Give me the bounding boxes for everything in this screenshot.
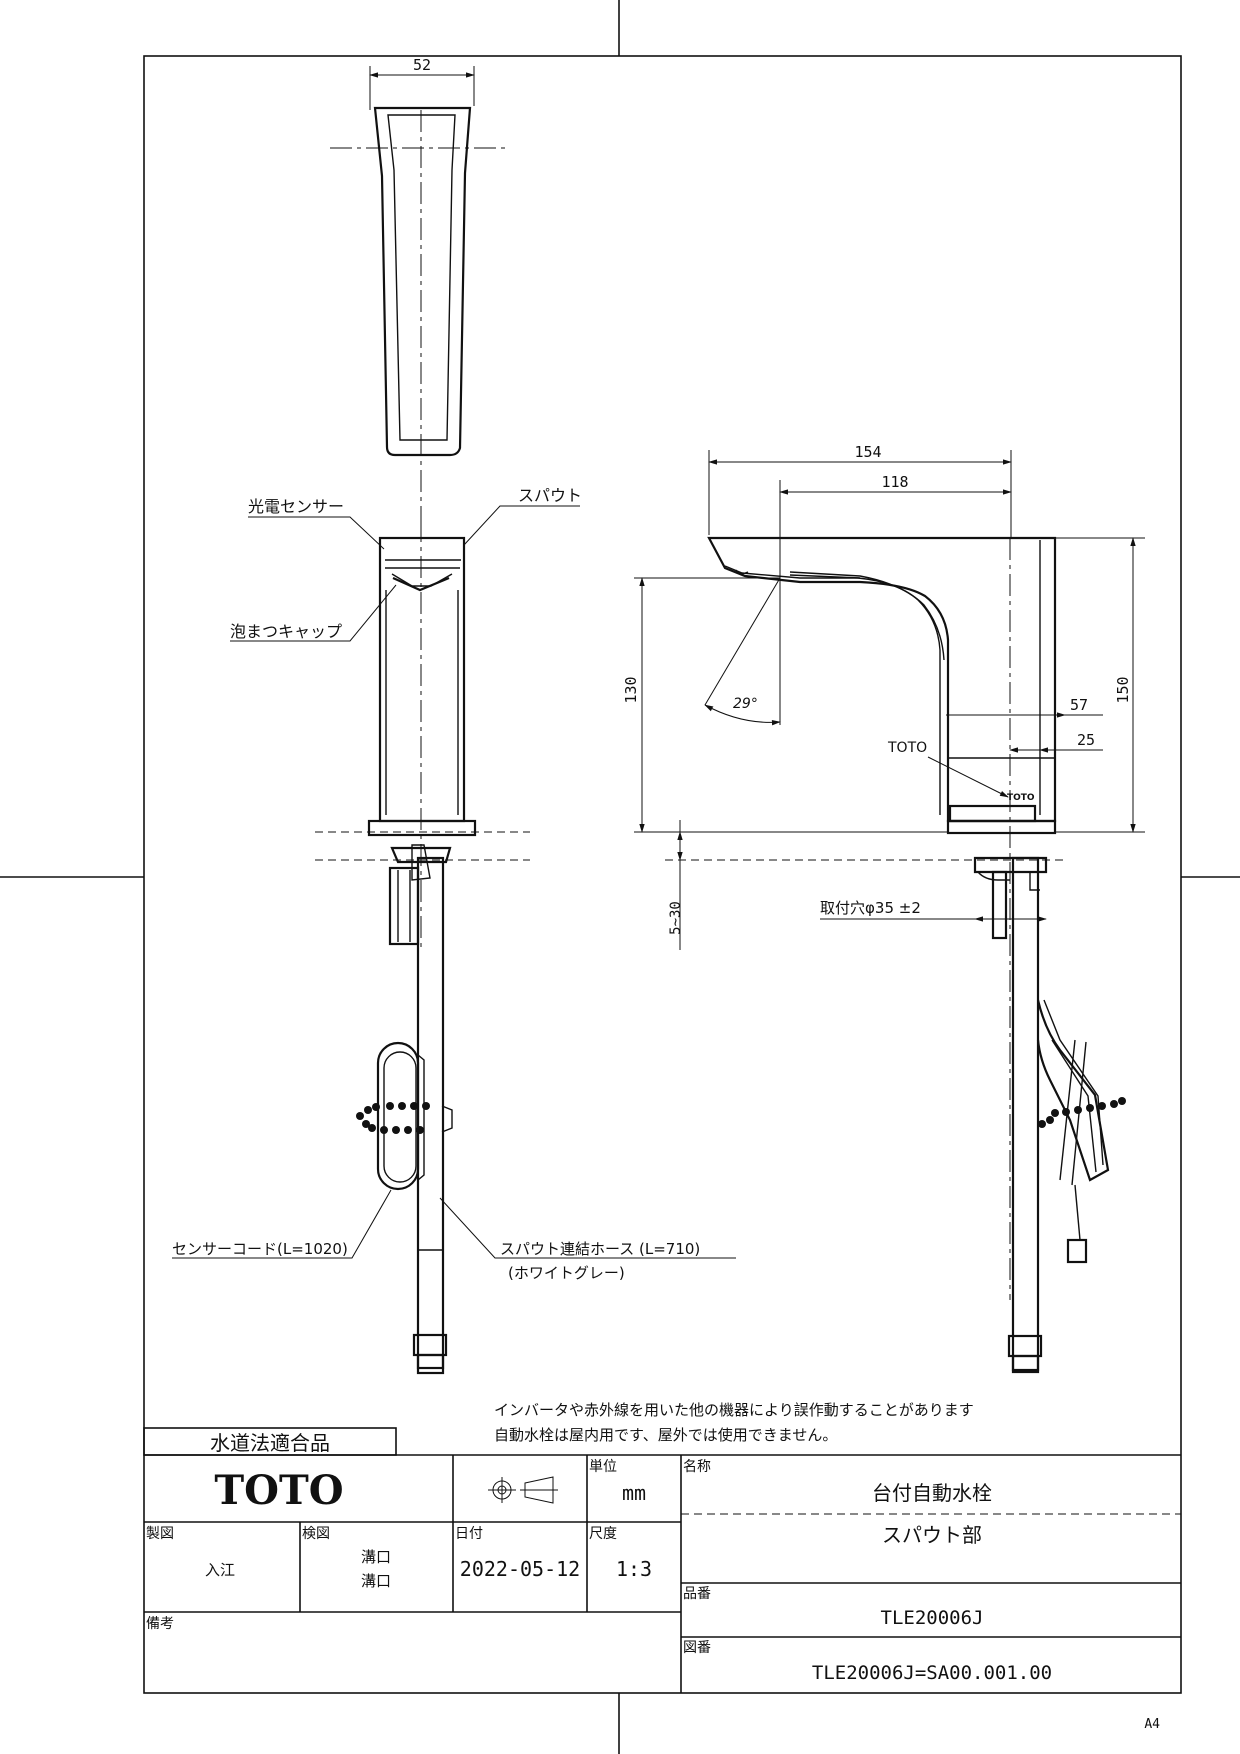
unit-label: 単位 (589, 1459, 617, 1475)
dim-spout-height: 130 (622, 676, 640, 703)
label-aerator-cap: 泡まつキャップ (230, 622, 342, 641)
date-value: 2022-05-12 (460, 1557, 580, 1581)
date-label: 日付 (455, 1526, 483, 1542)
product-no-label: 品番 (683, 1586, 711, 1602)
front-view: 光電センサー スパウト 泡まつキャップ センサーコード(L=1020) スパウト… (172, 486, 736, 1375)
dim-mount-hole: 取付穴φ35 ±2 (820, 899, 921, 917)
label-sensor-cord: センサーコード(L=1020) (172, 1240, 348, 1258)
dim-base-width: 57 (1070, 696, 1088, 714)
part-name: スパウト部 (882, 1523, 982, 1547)
dim-reach: 154 (854, 443, 881, 461)
checked-by-1: 溝口 (361, 1548, 391, 1566)
drawing-no-label: 図番 (683, 1640, 711, 1656)
product-no: TLE20006J (881, 1607, 984, 1629)
label-sensor: 光電センサー (248, 497, 344, 516)
remarks-label: 備考 (146, 1616, 174, 1632)
drawn-by: 入江 (205, 1561, 235, 1579)
scale-value: 1:3 (616, 1557, 652, 1581)
title-block: 水道法適合品 TOTO 単位 mm 名称 台付自動水栓 スパウト部 製図 入江 … (143, 1427, 1181, 1693)
note-line1: インバータや赤外線を用いた他の機器により誤作動することがあります (494, 1401, 974, 1419)
top-width-dim: 52 (413, 56, 431, 74)
unit-value: mm (622, 1481, 646, 1505)
drawing-no: TLE20006J=SA00.001.00 (812, 1662, 1052, 1684)
top-view: 52 (330, 56, 505, 520)
checked-label: 検図 (302, 1526, 330, 1542)
dim-base-offset: 25 (1077, 731, 1095, 749)
label-spout: スパウト (518, 486, 582, 505)
paper-size: A4 (1144, 1717, 1160, 1732)
product-name: 台付自動水栓 (872, 1481, 992, 1505)
side-brand-mark: TOTO (1007, 793, 1035, 803)
dim-reach-inner: 118 (881, 473, 908, 491)
side-brand-label: TOTO (887, 740, 927, 756)
drawn-label: 製図 (146, 1526, 174, 1542)
dim-total-height: 150 (1114, 676, 1132, 703)
side-view: 154 118 TOTO 130 150 29° 57 (622, 443, 1145, 1374)
drawing-border (143, 55, 1182, 1694)
compliance-badge: 水道法適合品 (210, 1431, 330, 1455)
toto-logo: TOTO (214, 1467, 343, 1514)
note-line2: 自動水栓は屋内用です、屋外では使用できません。 (494, 1426, 837, 1444)
checked-by-2: 溝口 (361, 1572, 391, 1590)
name-label: 名称 (683, 1459, 711, 1475)
dim-counter-thickness: 5~30 (668, 901, 684, 935)
projection-symbol (488, 1476, 558, 1504)
label-hose-color: (ホワイトグレー) (508, 1264, 625, 1282)
label-hose: スパウト連結ホース (L=710) (500, 1240, 700, 1258)
dim-angle: 29° (733, 696, 758, 712)
scale-label: 尺度 (589, 1526, 617, 1542)
